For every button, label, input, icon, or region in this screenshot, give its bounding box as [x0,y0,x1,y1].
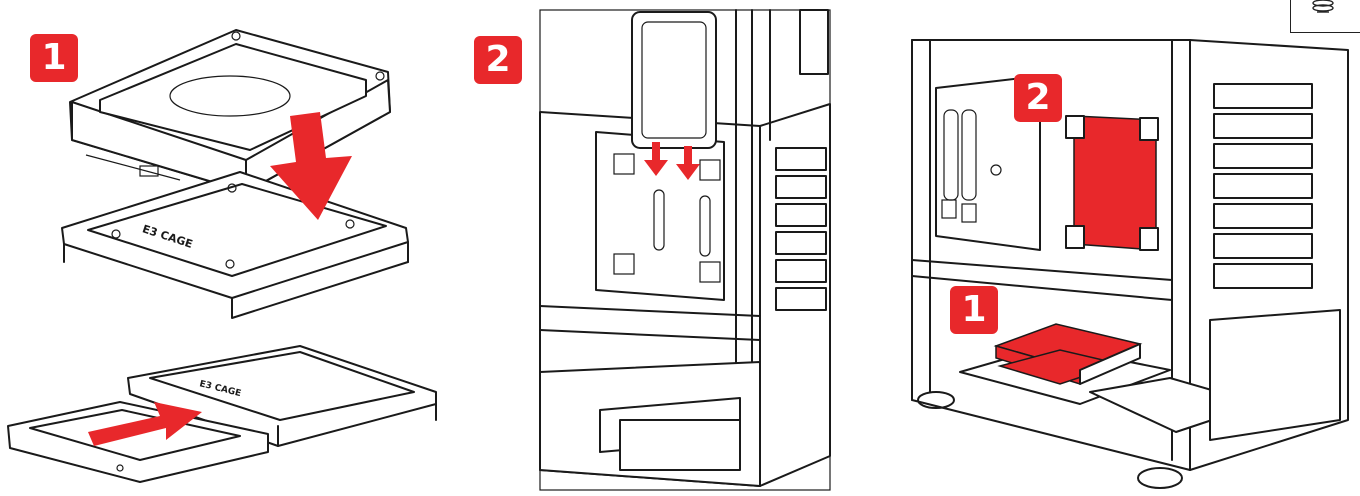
down-arrow-right-icon [676,146,700,180]
e3-cage-bracket-bottom [127,345,437,447]
pci-slots-panel3 [1213,83,1313,289]
highlighted-hdd-mounted [1065,115,1159,251]
step-badge-1: 1 [30,34,78,82]
down-arrow-icon [270,112,352,220]
step-badge-upper-2: 2 [1014,74,1062,122]
right-arrow-icon [88,402,202,446]
hdd-behind-tray [631,11,717,149]
e3-cage-bracket-top [61,171,409,319]
pci-slots-panel2 [775,147,827,311]
vent-grille [619,9,829,471]
bottom-psu-area [1089,309,1341,441]
highlighted-ssd-tray [959,323,1171,405]
down-arrow-left-icon [644,142,668,176]
step-badge-lower-1: 1 [950,286,998,334]
corner-reference-box [1290,0,1360,33]
step-badge-2: 2 [474,36,522,84]
fan-icon [1312,0,1334,13]
